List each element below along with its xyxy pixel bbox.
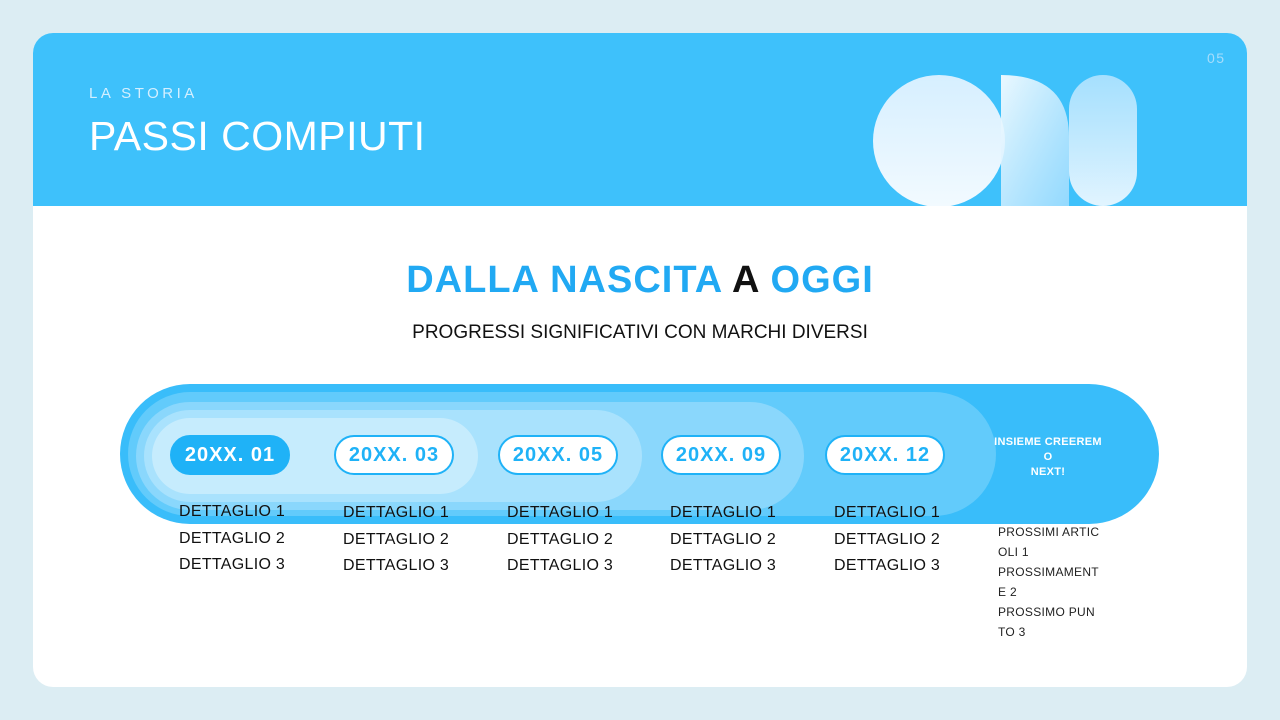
milestone-pill-1[interactable]: 20XX. 01 [170,435,290,475]
detail-item: DETTAGLIO 1 [179,503,286,520]
detail-item: DETTAGLIO 3 [670,557,777,575]
milestone-pill-2[interactable]: 20XX. 03 [334,435,454,475]
next-details: PROSSIMI ARTIC OLI 1 PROSSIMAMENT E 2 PR… [998,522,1102,642]
subtitle: PROGRESSI SIGNIFICATIVI CON MARCHI DIVER… [412,322,868,343]
detail-item: DETTAGLIO 2 [507,530,614,548]
slide-header: LA STORIA PASSI COMPIUTI 05 [33,33,1247,206]
next-item: PROSSIMI ARTIC OLI 1 [998,525,1100,559]
detail-item: DETTAGLIO 2 [670,530,777,548]
next-item: PROSSIMO PUN TO 3 [998,605,1095,639]
detail-item: DETTAGLIO 1 [670,504,777,521]
next-label-line-1: INSIEME CREEREM [994,436,1102,448]
headline-part-1: DALLA NASCITA [406,259,722,301]
next-label: INSIEME CREEREM O NEXT! [988,435,1108,480]
page-title: PASSI COMPIUTI [89,113,426,159]
milestone-details-2: DETTAGLIO 1 DETTAGLIO 2 DETTAGLIO 3 [343,500,453,580]
detail-item: DETTAGLIO 1 [343,504,450,521]
milestone-details-1: DETTAGLIO 1 DETTAGLIO 2 DETTAGLIO 3 [179,499,289,579]
headline-part-3: OGGI [770,259,874,301]
detail-item: DETTAGLIO 3 [179,556,286,574]
decorative-pillar-shape [1069,75,1137,206]
detail-item: DETTAGLIO 2 [343,530,450,548]
next-label-line-2: O [1043,451,1053,463]
decorative-arch-shape [1001,75,1069,206]
decorative-circle-shape [873,75,1005,206]
detail-item: DETTAGLIO 3 [834,557,941,575]
section-kicker: LA STORIA [89,85,198,102]
detail-item: DETTAGLIO 2 [179,529,286,547]
milestone-details-4: DETTAGLIO 1 DETTAGLIO 2 DETTAGLIO 3 [670,500,780,580]
milestone-details-3: DETTAGLIO 1 DETTAGLIO 2 DETTAGLIO 3 [507,500,617,580]
slide-card: LA STORIA PASSI COMPIUTI 05 [33,33,1247,687]
milestone-details-5: DETTAGLIO 1 DETTAGLIO 2 DETTAGLIO 3 [834,500,944,580]
page-number: 05 [1207,50,1226,66]
detail-item: DETTAGLIO 1 [507,504,614,521]
milestone-pill-3[interactable]: 20XX. 05 [498,435,618,475]
milestone-pill-4[interactable]: 20XX. 09 [661,435,781,475]
decorative-on-graphic [873,75,1137,206]
detail-item: DETTAGLIO 2 [834,530,941,548]
headline: DALLA NASCITA A OGGI [33,259,1247,302]
headline-part-2: A [731,259,759,301]
next-item: PROSSIMAMENT E 2 [998,565,1099,599]
milestone-pill-5[interactable]: 20XX. 12 [825,435,945,475]
detail-item: DETTAGLIO 1 [834,504,941,521]
next-label-line-3: NEXT! [1030,466,1066,478]
detail-item: DETTAGLIO 3 [343,557,450,575]
detail-item: DETTAGLIO 3 [507,557,614,575]
